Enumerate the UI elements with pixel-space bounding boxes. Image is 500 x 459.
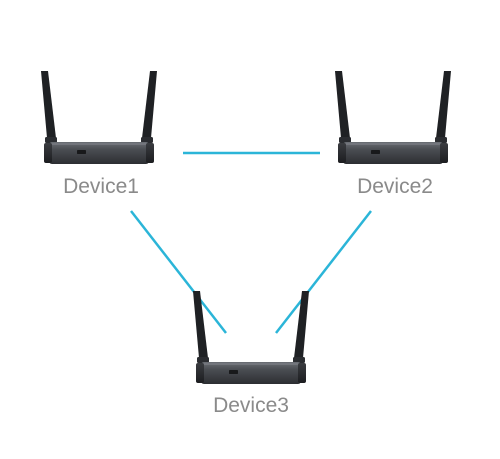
device-label: Device3 bbox=[213, 394, 289, 417]
device-label: Device2 bbox=[357, 175, 433, 198]
link-device2-device3 bbox=[275, 210, 372, 334]
router-icon bbox=[41, 71, 157, 164]
router-icon bbox=[193, 291, 309, 384]
device-node-3: Device3 bbox=[193, 291, 309, 417]
device-node-1: Device1 bbox=[41, 71, 157, 198]
device-label: Device1 bbox=[63, 175, 139, 198]
connection-links bbox=[130, 151, 372, 334]
device-node-2: Device2 bbox=[335, 71, 451, 198]
router-icon bbox=[335, 71, 451, 164]
link-device1-device3 bbox=[130, 210, 227, 334]
